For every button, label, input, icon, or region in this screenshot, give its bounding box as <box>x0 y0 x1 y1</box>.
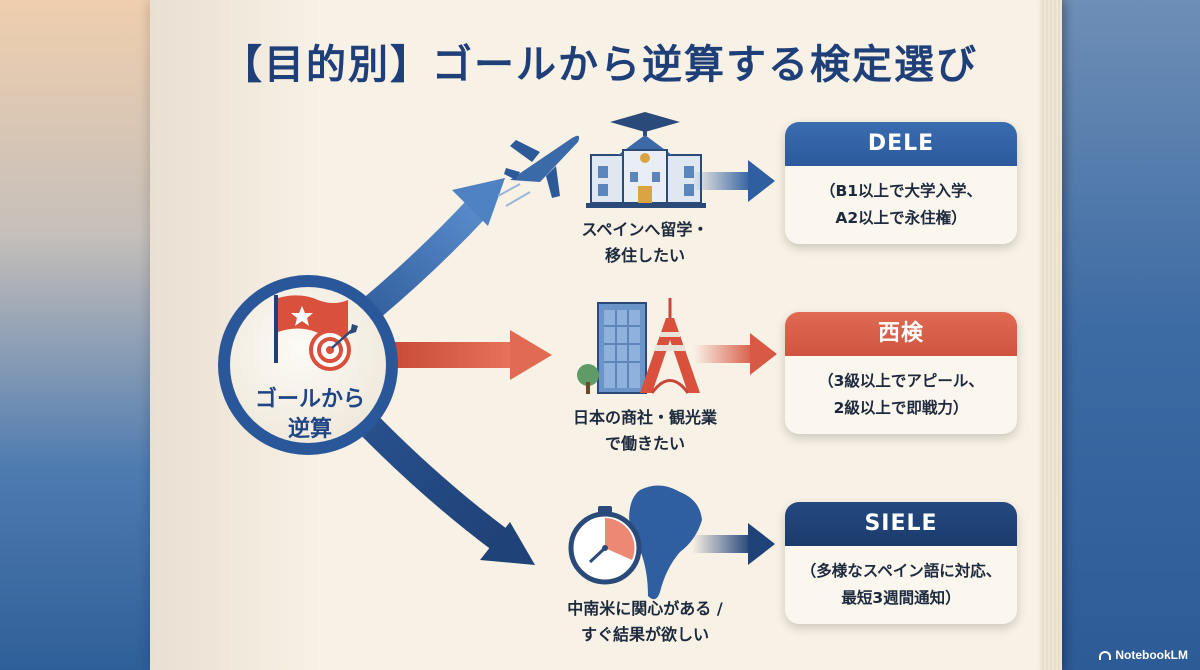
card-line2: 2級以上で即戦力） <box>833 399 969 417</box>
notebooklm-watermark: NotebookLM <box>1099 648 1188 662</box>
background-left <box>0 0 170 670</box>
card-siele: SIELE （多様なスペイン語に対応、 最短3週間通知） <box>785 502 1017 624</box>
hub-label: ゴールから 逆算 <box>240 385 380 445</box>
south-america-map-icon <box>629 485 702 600</box>
target-icon <box>309 324 358 371</box>
background-right <box>1050 0 1200 670</box>
arrow-to-dele <box>692 160 775 202</box>
page-title: 【目的別】ゴールから逆算する検定選び <box>222 42 978 88</box>
caption-line1: スペインへ留学・ <box>581 220 709 239</box>
card-line2: A2以上で永住権） <box>835 209 967 227</box>
caption-study-abroad: スペインへ留学・ 移住したい <box>520 217 770 269</box>
card-line1: （多様なスペイン語に対応、 <box>800 562 1002 580</box>
card-header: DELE <box>785 122 1017 166</box>
caption-line1: 日本の商社・観光業 <box>572 408 717 427</box>
caption-latin-america: 中南米に関心がある / すぐ結果が欲しい <box>520 596 770 648</box>
notebooklm-logo-icon <box>1099 650 1112 660</box>
caption-line2: すぐ結果が欲しい <box>580 625 709 644</box>
card-dele: DELE （B1以上で大学入学、 A2以上で永住権） <box>785 122 1017 244</box>
tokyo-tower-icon <box>640 298 700 394</box>
hub-label-line1: ゴールから <box>254 387 365 412</box>
card-body: （3級以上でアピール、 2級以上で即戦力） <box>785 356 1017 434</box>
card-line1: （B1以上で大学入学、 <box>819 182 983 200</box>
stopwatch-icon <box>568 506 642 585</box>
hub-label-line2: 逆算 <box>287 417 332 442</box>
card-body: （B1以上で大学入学、 A2以上で永住権） <box>785 166 1017 244</box>
card-seiken: 西検 （3級以上でアピール、 2級以上で即戦力） <box>785 312 1017 434</box>
card-header: 西検 <box>785 312 1017 356</box>
airplane-icon <box>497 135 580 207</box>
card-line2: 最短3週間通知） <box>841 589 961 607</box>
office-building-icon <box>577 302 647 394</box>
arrow-to-siele <box>692 523 775 565</box>
flag-icon <box>274 295 348 363</box>
card-body: （多様なスペイン語に対応、 最短3週間通知） <box>785 546 1017 624</box>
caption-line2: で働きたい <box>604 434 685 453</box>
arrow-middle-red <box>395 330 552 380</box>
paper-edge <box>1040 0 1062 670</box>
caption-line2: 移住したい <box>604 246 685 265</box>
caption-work-japan: 日本の商社・観光業 で働きたい <box>520 405 770 457</box>
university-icon <box>586 112 706 208</box>
caption-line1: 中南米に関心がある / <box>567 599 723 618</box>
card-header: SIELE <box>785 502 1017 546</box>
watermark-text: NotebookLM <box>1115 648 1188 662</box>
card-line1: （3級以上でアピール、 <box>818 372 984 390</box>
arrow-to-seiken <box>694 333 777 375</box>
